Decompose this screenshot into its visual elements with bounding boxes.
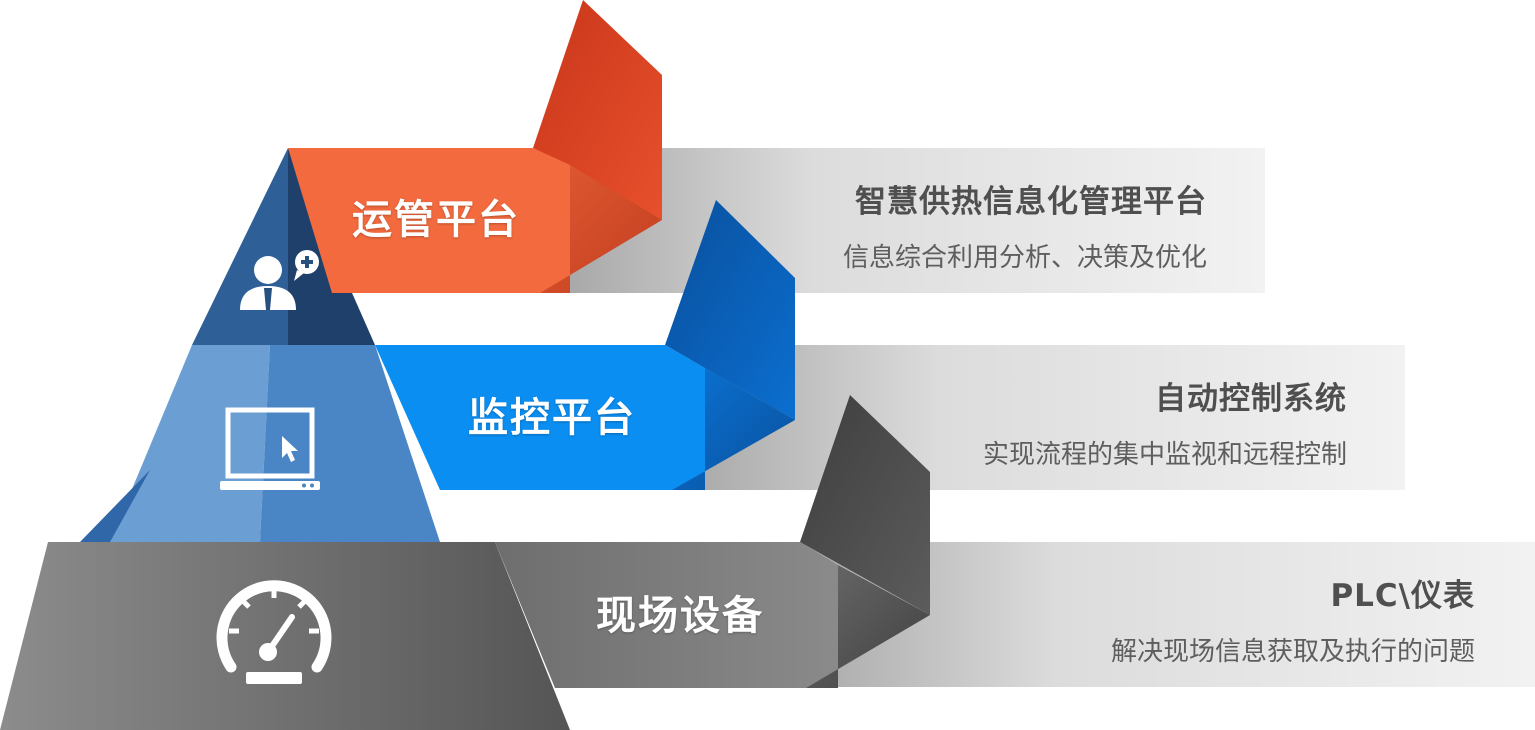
ribbon-2-tab: [665, 200, 795, 420]
panel-desc-ops: 信息综合利用分析、决策及优化: [842, 243, 1207, 273]
ribbon-2-fold: [672, 368, 795, 490]
pyramid-mid-left: [110, 345, 270, 542]
user-support-icon: [240, 250, 319, 310]
ribbon-2-band: [375, 345, 705, 490]
panel-background-1: [570, 148, 1265, 293]
panel-title-ops: 智慧供热信息化管理平台: [855, 184, 1207, 220]
panel-field: PLC\仪表 解决现场信息获取及执行的问题: [1111, 578, 1475, 668]
panel-ops: 智慧供热信息化管理平台 信息综合利用分析、决策及优化: [843, 184, 1207, 274]
panel-monitor: 自动控制系统 实现流程的集中监视和远程控制: [983, 381, 1347, 471]
level-label-ops: 运管平台: [352, 197, 520, 243]
panel-title-monitor: 自动控制系统: [1155, 381, 1347, 417]
panel-desc-field: 解决现场信息获取及执行的问题: [1110, 637, 1475, 667]
panel-desc-monitor: 实现流程的集中监视和远程控制: [982, 440, 1347, 470]
ribbon-1-band: [288, 148, 570, 293]
ribbon-3-fold: [806, 565, 930, 688]
pyramid-base: [0, 542, 570, 730]
pyramid-mid-shadow: [80, 470, 150, 542]
panel-background-2: [690, 345, 1405, 490]
level-label-monitor: 监控平台: [468, 395, 636, 441]
level-label-field: 现场设备: [596, 593, 764, 639]
pyramid-top-left: [192, 148, 288, 345]
ribbon-3-band: [495, 542, 838, 688]
ribbon-3-tab: [800, 395, 930, 615]
monitor-cursor-icon: [220, 407, 320, 490]
gauge-icon: [216, 580, 332, 684]
ribbon-1-fold: [540, 165, 662, 293]
panel-title-field: PLC\仪表: [1330, 578, 1475, 614]
pyramid-mid-right: [260, 345, 440, 542]
